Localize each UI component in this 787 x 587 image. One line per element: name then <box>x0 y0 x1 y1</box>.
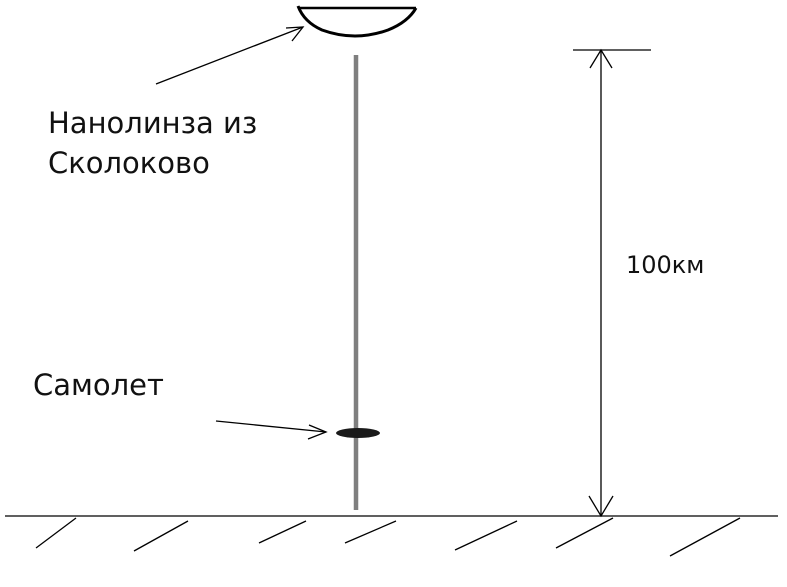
lens-label-line2: Сколоково <box>48 146 210 180</box>
plane-pointer-arrow <box>215 420 328 440</box>
distance-dimension <box>573 48 651 518</box>
ground-line <box>5 515 778 557</box>
airplane-icon <box>336 428 380 438</box>
plane-label: Самолет <box>33 368 164 402</box>
lens-label-line1: Нанолинза из <box>48 106 257 140</box>
distance-label: 100км <box>626 251 704 279</box>
lens-pointer-arrow <box>155 26 305 85</box>
nanolens-icon <box>296 5 418 38</box>
